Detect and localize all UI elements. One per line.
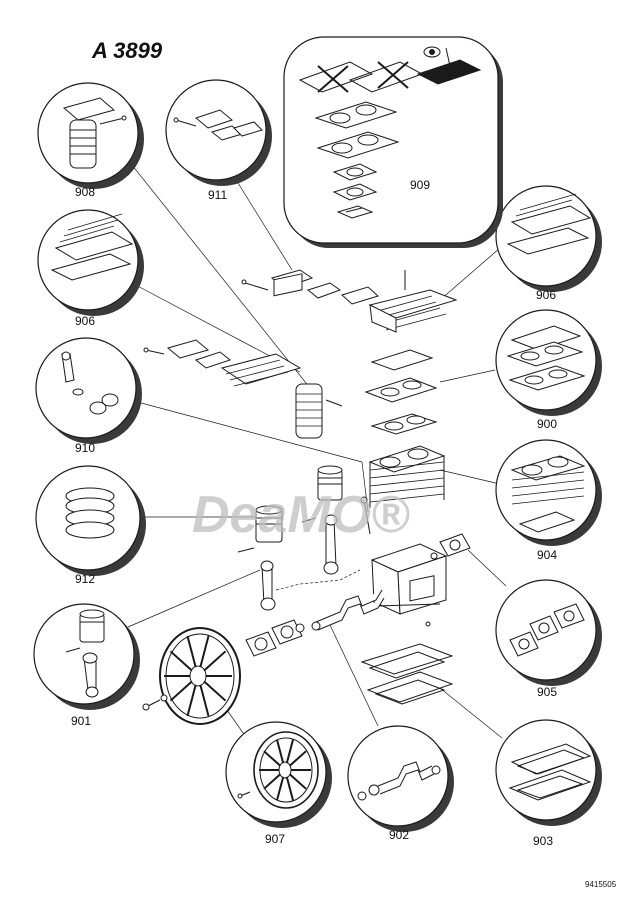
- callout-905-art: [509, 603, 585, 657]
- leader-901: [127, 569, 261, 628]
- callout-908-art: [62, 97, 127, 169]
- callout-label-902: 902: [389, 828, 410, 842]
- flywheel-spoke: [186, 635, 197, 668]
- callout-label-901: 901: [71, 714, 92, 728]
- flywheel-spoke: [285, 739, 295, 764]
- flywheel-spoke: [186, 684, 197, 717]
- flywheel-spoke: [263, 773, 282, 790]
- part-gaskets-stack: [364, 349, 438, 435]
- callout-circle-911: [165, 79, 267, 181]
- leader-902: [329, 624, 379, 727]
- callout-circle-902: [347, 725, 449, 827]
- callout-circle-901: [33, 603, 135, 705]
- part-cylinder-head-left: [143, 339, 302, 387]
- callout-label-912: 912: [75, 572, 96, 586]
- flywheel-spoke: [288, 750, 307, 767]
- leader-910: [129, 399, 363, 463]
- flywheel-spoke: [285, 776, 295, 801]
- leader-dashed-rod: [275, 569, 361, 591]
- diagram-title: A 3899: [92, 38, 163, 63]
- flywheel-spoke: [203, 680, 227, 702]
- callout-label-909: 909: [410, 178, 431, 192]
- part-base-gaskets: [360, 643, 454, 705]
- callout-label-903: 903: [533, 834, 554, 848]
- callout-902-art: [357, 761, 441, 801]
- flywheel-spoke: [263, 750, 282, 767]
- flywheel-spoke: [199, 635, 210, 668]
- callout-label-900: 900: [537, 417, 558, 431]
- part-cylinder-block: [368, 445, 446, 508]
- callout-label-904: 904: [537, 548, 558, 562]
- leader-906-right: [439, 247, 501, 301]
- flywheel-spoke: [203, 650, 227, 672]
- callout-label-908: 908: [75, 185, 96, 199]
- callout-909-box: [283, 36, 503, 248]
- part-valve-block-upper: [241, 269, 379, 305]
- callout-label-907: 907: [265, 832, 286, 846]
- part-crankshaft: [311, 589, 385, 631]
- flywheel-spoke: [169, 680, 193, 702]
- leader-904: [439, 469, 501, 485]
- part-bearing-flange: [430, 533, 471, 560]
- callout-907-art: [237, 731, 319, 809]
- flywheel-spoke: [275, 739, 285, 764]
- callout-906a-art: [50, 213, 134, 281]
- flywheel-spoke: [199, 684, 210, 717]
- callout-911-art: [173, 109, 263, 141]
- callout-903-art: [508, 743, 592, 801]
- part-finned-manifold: [295, 383, 343, 439]
- watermark: DeaMO®: [192, 486, 410, 544]
- leader-910b: [361, 461, 369, 513]
- watermark-text: DeaMO®: [192, 486, 410, 544]
- document-number: 9415505: [585, 880, 617, 889]
- callout-label-905: 905: [537, 685, 558, 699]
- leader-908: [119, 149, 311, 389]
- callout-901-art: [65, 609, 105, 698]
- callout-circle-910: [35, 337, 137, 439]
- part-cylinder-head-right: [368, 270, 458, 333]
- part-connecting-rods: [260, 496, 371, 611]
- callout-art: [50, 97, 592, 809]
- callout-904-art: [510, 455, 586, 533]
- callout-label-911: 911: [208, 188, 228, 202]
- callout-900-art: [506, 325, 586, 391]
- callout-910-art: [61, 351, 119, 415]
- callout-912-art: [65, 487, 115, 539]
- callout-label-910: 910: [75, 441, 96, 455]
- leader-905: [467, 549, 507, 587]
- main-assembly: [142, 269, 471, 725]
- flywheel-spoke: [275, 776, 285, 801]
- part-flywheel: [142, 627, 241, 725]
- part-pistons: [237, 465, 343, 553]
- part-front-flanges: [245, 619, 305, 657]
- callout-label-906b: 906: [536, 288, 557, 302]
- flywheel-spoke: [169, 650, 193, 672]
- leader-900: [439, 369, 496, 383]
- callout-906b-art: [506, 193, 592, 255]
- callout-label-906a: 906: [75, 314, 96, 328]
- flywheel-spoke: [288, 773, 307, 790]
